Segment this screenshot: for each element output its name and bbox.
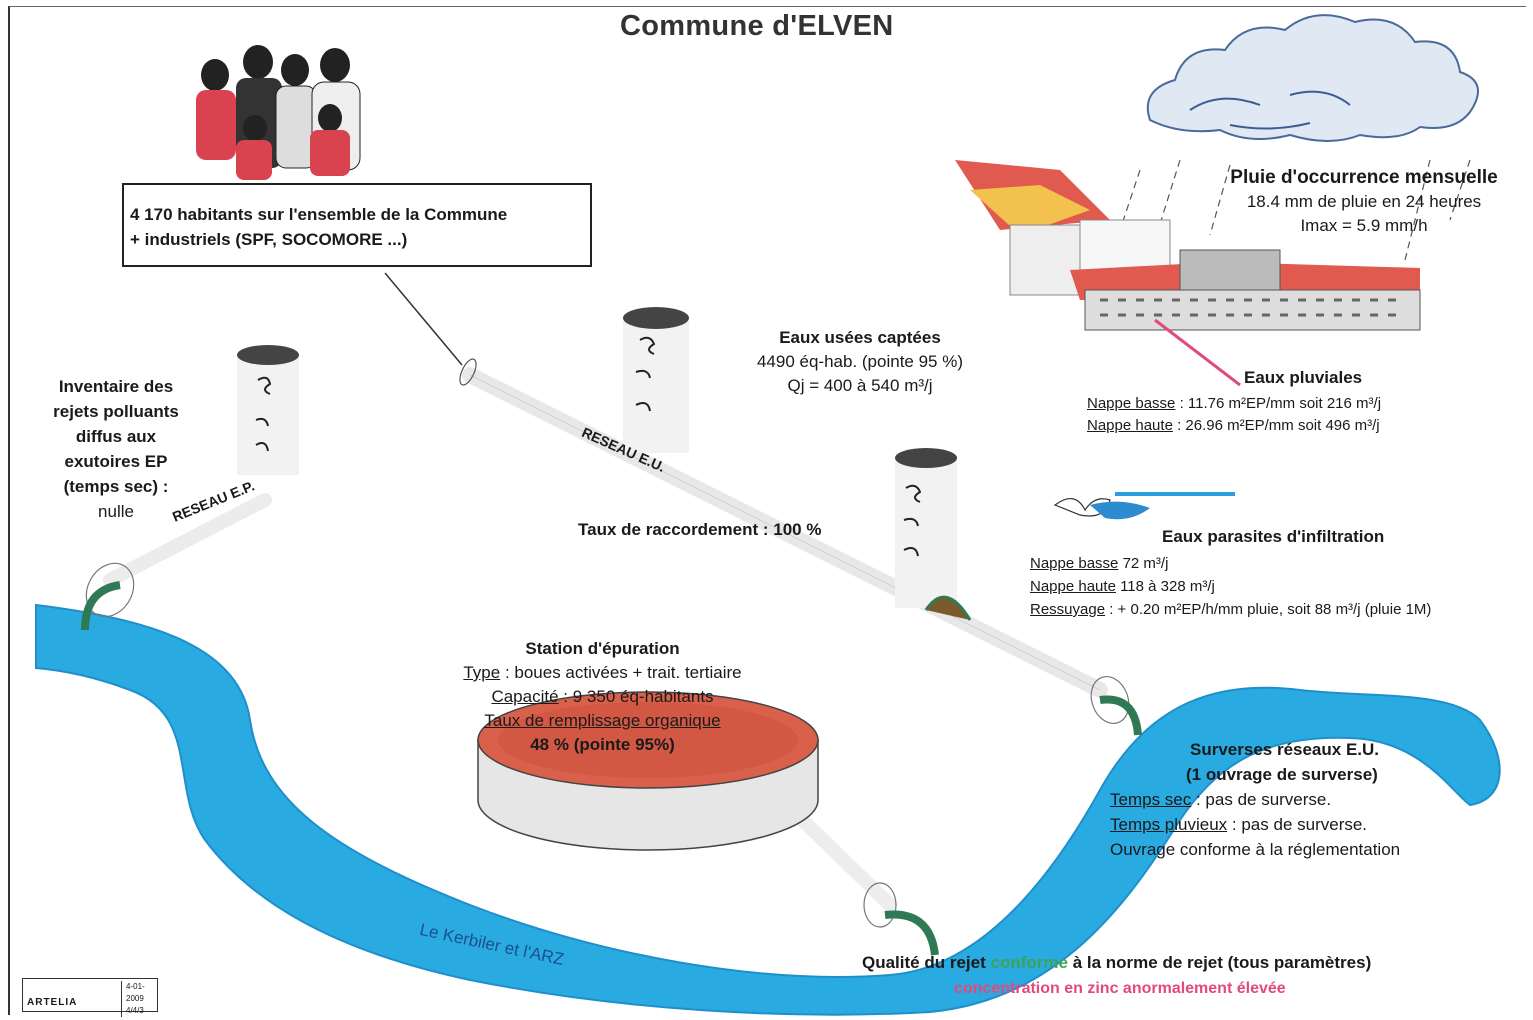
cloud [1119, 14, 1479, 261]
pipe-ep [103, 493, 272, 587]
station-capacite-value: : 9 350 éq-habitants [563, 687, 714, 706]
inventaire-line: diffus aux [75, 427, 157, 446]
logo-name: ARTELIA [27, 997, 78, 1008]
eaux-usees-line-2: Qj = 400 à 540 m³/j [787, 376, 933, 395]
qualite-part-2: conforme [990, 953, 1068, 972]
surverses-pluvieux-label: Temps pluvieux [1110, 815, 1228, 834]
inventaire-value: nulle [98, 502, 134, 521]
manhole-eu [623, 307, 689, 453]
pointer-ring [459, 358, 477, 386]
river [35, 603, 1501, 1016]
treatment-tank [477, 691, 819, 851]
parasites-ressuyage: Ressuyage : + 0.20 m²EP/h/mm pluie, soit… [1030, 601, 1431, 618]
station-type-label: Type [463, 663, 501, 682]
inventaire-line: Inventaire des [58, 377, 174, 396]
inventaire-line: exutoires EP [64, 452, 168, 471]
pluviales-haute: Nappe haute : 26.96 m²EP/mm soit 496 m³/… [1087, 417, 1380, 434]
pluie-block: Pluie d'occurrence mensuelle 18.4 mm de … [1195, 166, 1533, 238]
parasites-haute: Nappe haute 118 à 328 m³/j [1030, 578, 1215, 595]
raccordement-label: Taux de raccordement : 100 % [578, 520, 822, 539]
eaux-usees-line-1: 4490 éq-hab. (pointe 95 %) [756, 352, 964, 371]
station-type-value: : boues activées + trait. tertiaire [504, 663, 742, 682]
pluie-title: Pluie d'occurrence mensuelle [1230, 167, 1498, 188]
surverses-subtitle: (1 ouvrage de surverse) [1186, 765, 1378, 784]
surverses-sec-label: Temps sec [1110, 790, 1192, 809]
population-line-2: + industriels (SPF, SOCOMORE ...) [130, 230, 408, 249]
parasites-basse-label: Nappe basse [1030, 555, 1119, 572]
eaux-usees-title: Eaux usées captées [779, 328, 941, 347]
pluviales-haute-value: : 26.96 m²EP/mm soit 496 m³/j [1177, 417, 1380, 434]
logo-date: 4-01-2009 [126, 982, 145, 1003]
station-taux-label: Taux de remplissage organique [484, 711, 721, 730]
parasites-haute-value: 118 à 328 m³/j [1120, 578, 1215, 595]
bird-water [1053, 492, 1235, 520]
pluviales-basse-value: : 11.76 m²EP/mm soit 216 m³/j [1179, 395, 1382, 412]
outfall-surverse [1090, 676, 1142, 736]
surverses-pluvieux-value: : pas de surverse. [1231, 815, 1368, 834]
parasites-haute-label: Nappe haute [1030, 578, 1116, 595]
inventaire-block: Inventaire des rejets polluants diffus a… [36, 374, 196, 524]
inventaire-line: (temps sec) : [63, 477, 169, 496]
parasites-basse: Nappe basse 72 m³/j [1030, 555, 1168, 572]
surverses-sec: Temps sec : pas de surverse. [1110, 787, 1400, 812]
logo-ref: 4/4/3 [126, 1006, 144, 1015]
station-type: Type : boues activées + trait. tertiaire [430, 661, 775, 685]
station-block: Station d'épuration Type : boues activée… [430, 637, 775, 757]
pluviales-title: Eaux pluviales [1244, 368, 1363, 387]
population-line-1: 4 170 habitants sur l'ensemble de la Com… [130, 205, 508, 224]
station-title: Station d'épuration [525, 639, 680, 658]
manhole-ep [237, 345, 299, 475]
artelia-logo: ARTELIA 4-01-2009 4/4/3 [22, 978, 158, 1017]
page-frame [8, 6, 1526, 1015]
qualite-part-1: Qualité du rejet [862, 953, 986, 972]
surverses-conformite: Ouvrage conforme à la réglementation [1110, 840, 1401, 859]
logo-date-block: 4-01-2009 4/4/3 [121, 981, 157, 1017]
outfall-station [863, 882, 939, 956]
pluviales-basse: Nappe basse : 11.76 m²EP/mm soit 216 m³/… [1087, 395, 1381, 412]
parasites-ressuyage-value: : + 0.20 m²EP/h/mm pluie, soit 88 m³/j (… [1109, 601, 1432, 618]
pluie-line-2: Imax = 5.9 mm/h [1300, 216, 1428, 235]
station-capacite: Capacité : 9 350 éq-habitants [430, 685, 775, 709]
parasites-ressuyage-label: Ressuyage [1030, 601, 1106, 618]
zinc-warning: concentration en zinc anormalement élevé… [954, 980, 1286, 997]
people-group [196, 45, 361, 180]
pluviales-basse-label: Nappe basse [1087, 395, 1176, 412]
station-taux-value: 48 % (pointe 95%) [530, 735, 675, 754]
outfall-ep [81, 562, 135, 631]
population-pointer [384, 272, 463, 366]
surverses-block: Surverses réseaux E.U. (1 ouvrage de sur… [1110, 737, 1400, 862]
parasites-title: Eaux parasites d'infiltration [1162, 527, 1385, 546]
buildings [955, 160, 1421, 387]
qualite-part-3: à la norme de rejet (tous paramètres) [1072, 953, 1372, 972]
page-title: Commune d'ELVEN [620, 10, 894, 42]
surverses-title: Surverses réseaux E.U. [1190, 740, 1380, 759]
qualite-line: Qualité du rejet conforme à la norme de … [862, 953, 1371, 973]
pluie-line-1: 18.4 mm de pluie en 24 heures [1246, 192, 1482, 211]
station-capacite-label: Capacité [491, 687, 559, 706]
eaux-usees-block: Eaux usées captées 4490 éq-hab. (pointe … [700, 326, 1020, 398]
surverses-pluvieux: Temps pluvieux : pas de surverse. [1110, 812, 1400, 837]
parasites-basse-value: 72 m³/j [1122, 555, 1169, 572]
inventaire-line: rejets polluants [53, 402, 179, 421]
pluviales-haute-label: Nappe haute [1087, 417, 1173, 434]
pipe-eu-edge [469, 374, 1101, 691]
manhole-parasites [895, 448, 972, 621]
population-box: 4 170 habitants sur l'ensemble de la Com… [122, 183, 592, 267]
surverses-sec-value: : pas de surverse. [1195, 790, 1332, 809]
